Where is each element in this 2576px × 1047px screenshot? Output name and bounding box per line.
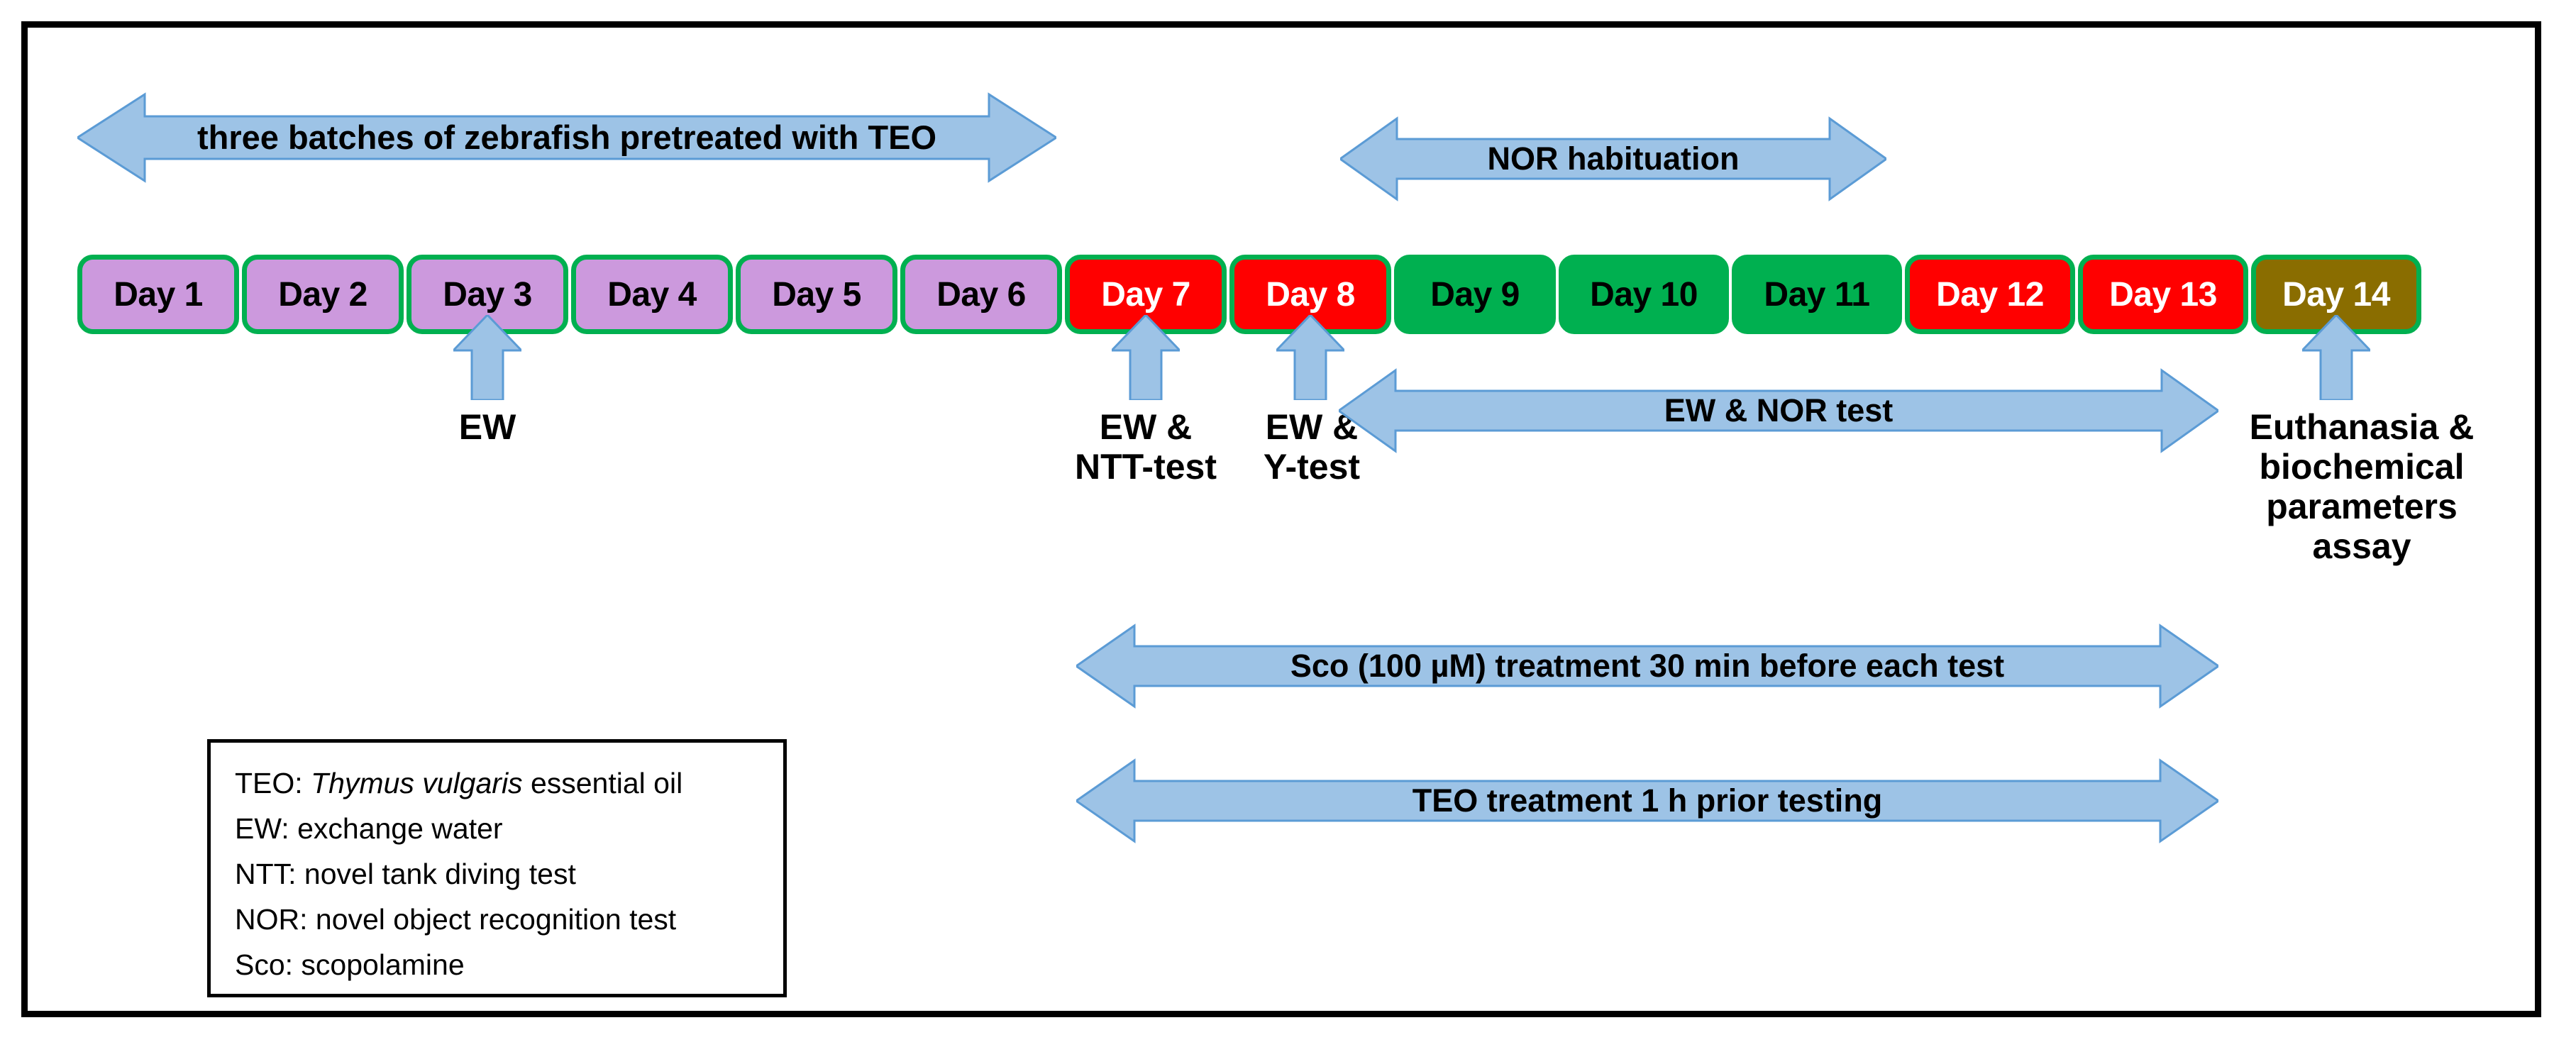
day-box-4[interactable]: Day 4: [571, 255, 733, 334]
span-arrow-nor-habituation: NOR habituation: [1340, 116, 1886, 201]
legend-teo-pre: TEO:: [235, 767, 311, 799]
double-arrow-shape: [1076, 624, 2218, 709]
day-box-label: Day 1: [114, 275, 203, 314]
span-arrow-teo-treatment: TEO treatment 1 h prior testing: [1076, 758, 2218, 843]
event-marker-label-ew-day3: EW: [458, 407, 516, 447]
legend-item-ntt: NTT: novel tank diving test: [235, 857, 576, 890]
legend-item-teo: TEO: Thymus vulgaris essential oil: [235, 761, 783, 807]
day-box-label: Day 10: [1590, 275, 1698, 314]
day-box-label: Day 4: [607, 275, 697, 314]
up-arrow-icon: [1276, 315, 1344, 400]
double-arrow-shape: [1339, 368, 2218, 453]
span-arrow-sco-treatment: Sco (100 µM) treatment 30 min before eac…: [1076, 624, 2218, 709]
day-box-label: Day 7: [1101, 275, 1190, 314]
day-box-11[interactable]: Day 11: [1732, 255, 1902, 334]
legend-item-sco: Sco: scopolamine: [235, 948, 465, 981]
up-arrow-icon: [453, 315, 521, 400]
day-box-label: Day 13: [2109, 275, 2217, 314]
day-box-12[interactable]: Day 12: [1905, 255, 2075, 334]
double-arrow-shape: [1076, 758, 2218, 843]
legend-box: TEO: Thymus vulgaris essential oil EW: e…: [207, 739, 787, 997]
day-box-8[interactable]: Day 8: [1229, 255, 1391, 334]
legend-teo-post: essential oil: [522, 767, 683, 799]
day-box-10[interactable]: Day 10: [1559, 255, 1729, 334]
figure-frame: three batches of zebrafish pretreated wi…: [21, 21, 2541, 1017]
span-arrow-label: Sco (100 µM) treatment 30 min before eac…: [1290, 648, 2005, 685]
day-box-label: Day 2: [278, 275, 367, 314]
legend-item-nor: NOR: novel object recognition test: [235, 902, 677, 936]
day-box-5[interactable]: Day 5: [736, 255, 897, 334]
day-box-label: Day 9: [1430, 275, 1520, 314]
day-box-label: Day 12: [1936, 275, 2044, 314]
legend-item-ew: EW: exchange water: [235, 811, 503, 845]
event-marker-arrow-ew-ntt-day7: [1112, 315, 1180, 400]
day-box-3[interactable]: Day 3: [407, 255, 568, 334]
day-box-6[interactable]: Day 6: [900, 255, 1062, 334]
day-box-1[interactable]: Day 1: [77, 255, 239, 334]
double-arrow-shape: [1340, 116, 1886, 201]
span-arrow-label: EW & NOR test: [1664, 392, 1894, 429]
event-marker-arrow-ew-day3: [453, 315, 521, 400]
span-arrow-label: TEO treatment 1 h prior testing: [1412, 782, 1883, 819]
day-box-label: Day 6: [936, 275, 1026, 314]
day-box-9[interactable]: Day 9: [1394, 255, 1556, 334]
event-marker-label-ew-y-day8: EW & Y-test: [1263, 407, 1361, 487]
span-arrow-label: NOR habituation: [1487, 140, 1740, 177]
day-box-label: Day 5: [772, 275, 861, 314]
event-marker-arrow-euthanasia-day14: [2302, 315, 2370, 400]
day-box-label: Day 8: [1266, 275, 1355, 314]
event-marker-label-ew-ntt-day7: EW & NTT-test: [1075, 407, 1217, 487]
legend-teo-species: Thymus vulgaris: [311, 767, 523, 799]
span-arrow-ew-nor-test: EW & NOR test: [1339, 368, 2218, 453]
span-arrow-pretreatment: three batches of zebrafish pretreated wi…: [77, 92, 1056, 184]
day-box-label: Day 14: [2282, 275, 2390, 314]
double-arrow-shape: [77, 92, 1056, 183]
day-box-label: Day 3: [443, 275, 532, 314]
up-arrow-icon: [2302, 315, 2370, 400]
day-box-label: Day 11: [1764, 275, 1870, 314]
event-marker-label-euthanasia-day14: Euthanasia & biochemical parameters assa…: [2249, 407, 2475, 566]
up-arrow-icon: [1112, 315, 1180, 400]
span-arrow-label: three batches of zebrafish pretreated wi…: [197, 118, 937, 157]
event-marker-arrow-ew-y-day8: [1276, 315, 1344, 400]
day-box-13[interactable]: Day 13: [2078, 255, 2248, 334]
day-box-2[interactable]: Day 2: [242, 255, 404, 334]
